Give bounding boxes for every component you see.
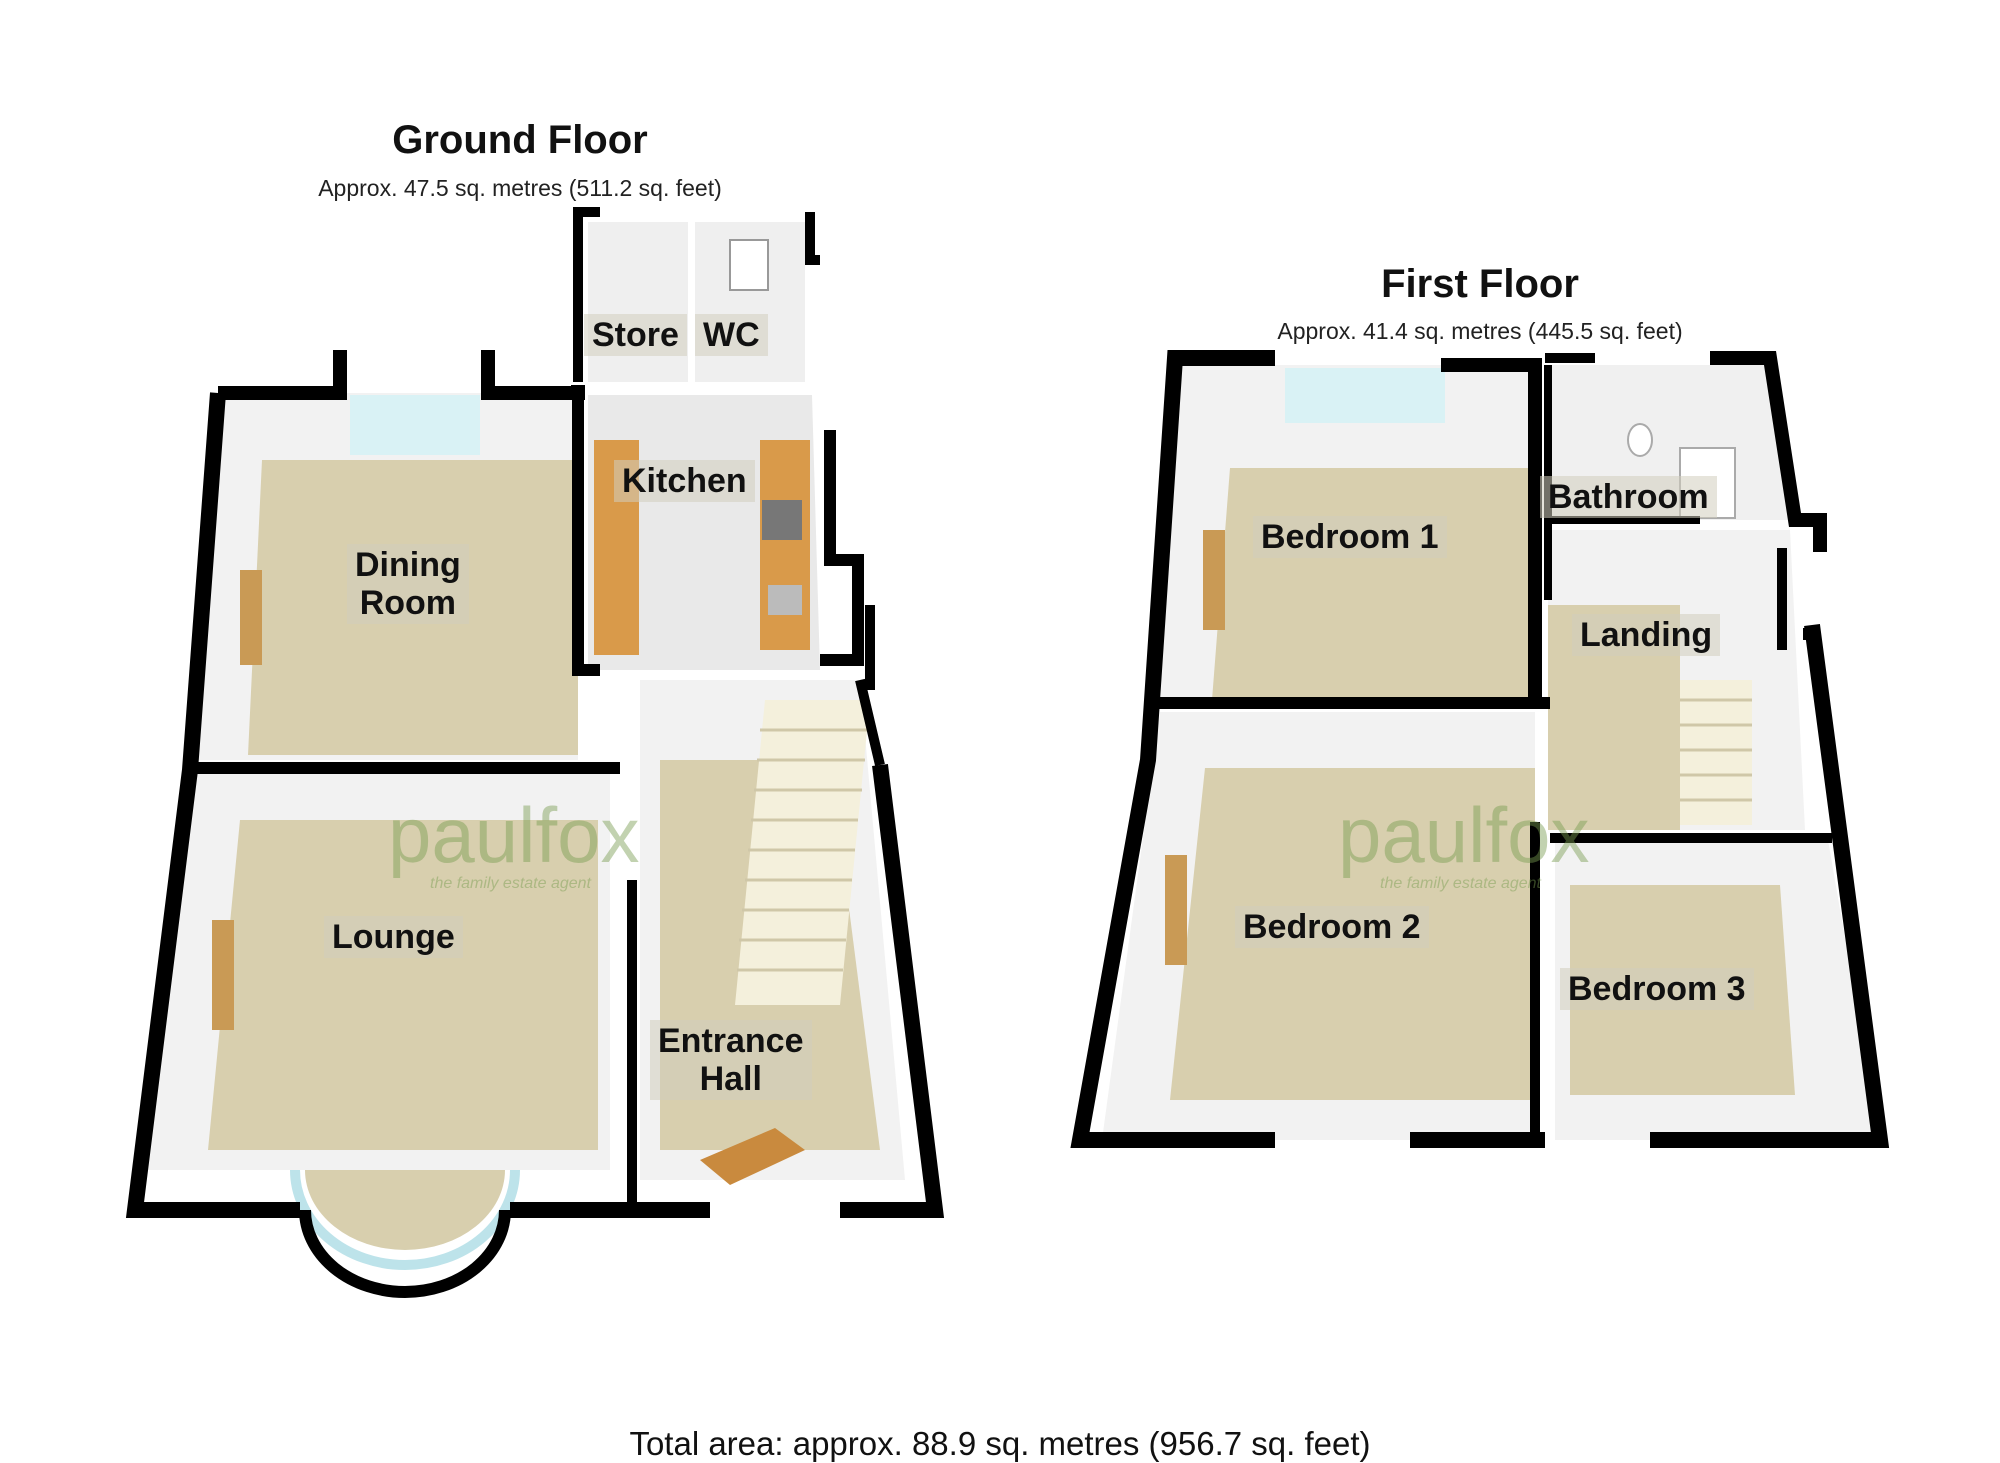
- watermark-tagline-first: the family estate agent: [1380, 875, 1541, 892]
- ground-floor-plan: [125, 207, 945, 1298]
- entrance-hall: [640, 680, 905, 1185]
- hob: [762, 500, 802, 540]
- room-label-bathroom: Bathroom: [1540, 476, 1717, 518]
- room-label-lounge: Lounge: [324, 916, 463, 958]
- first-floor-title: First Floor: [1381, 262, 1579, 306]
- radiator: [1203, 530, 1225, 630]
- radiator: [1165, 855, 1187, 965]
- staircase: [735, 700, 870, 1005]
- radiator: [240, 570, 262, 665]
- kitchen: [588, 395, 820, 670]
- landing: [1548, 530, 1805, 830]
- store-and-wc: [588, 222, 805, 382]
- room-label-bedroom-1: Bedroom 1: [1253, 516, 1447, 558]
- room-label-bedroom-3: Bedroom 3: [1560, 968, 1754, 1010]
- radiator: [212, 920, 234, 1030]
- room-label-kitchen: Kitchen: [614, 460, 755, 502]
- room-label-dining-room: Dining Room: [347, 544, 469, 624]
- total-area: Total area: approx. 88.9 sq. metres (956…: [629, 1425, 1371, 1462]
- watermark-tagline-ground: the family estate agent: [430, 875, 591, 892]
- window: [1285, 368, 1445, 423]
- room-label-entrance-hall: Entrance Hall: [650, 1020, 812, 1100]
- staircase: [1680, 680, 1752, 825]
- sink: [768, 585, 802, 615]
- window: [350, 395, 480, 455]
- first-floor-walls: [1070, 350, 1890, 1148]
- watermark-logo-first: paulfox: [1338, 791, 1590, 879]
- first-floor-area: Approx. 41.4 sq. metres (445.5 sq. feet): [1277, 318, 1683, 344]
- room-label-store: Store: [584, 314, 687, 356]
- ground-floor-title: Ground Floor: [392, 118, 648, 162]
- watermark-logo-ground: paulfox: [388, 791, 640, 879]
- front-door: [700, 1128, 805, 1185]
- room-label-bedroom-2: Bedroom 2: [1235, 906, 1429, 948]
- bay-window: [305, 1170, 505, 1250]
- room-label-landing: Landing: [1572, 614, 1721, 656]
- toilet: [1627, 423, 1653, 457]
- worktop: [760, 440, 810, 650]
- ground-floor-area: Approx. 47.5 sq. metres (511.2 sq. feet): [318, 175, 722, 201]
- ground-floor-walls: [125, 207, 945, 1218]
- room-label-wc: WC: [695, 314, 768, 356]
- toilet: [729, 239, 769, 291]
- first-floor-plan: [1070, 350, 1890, 1148]
